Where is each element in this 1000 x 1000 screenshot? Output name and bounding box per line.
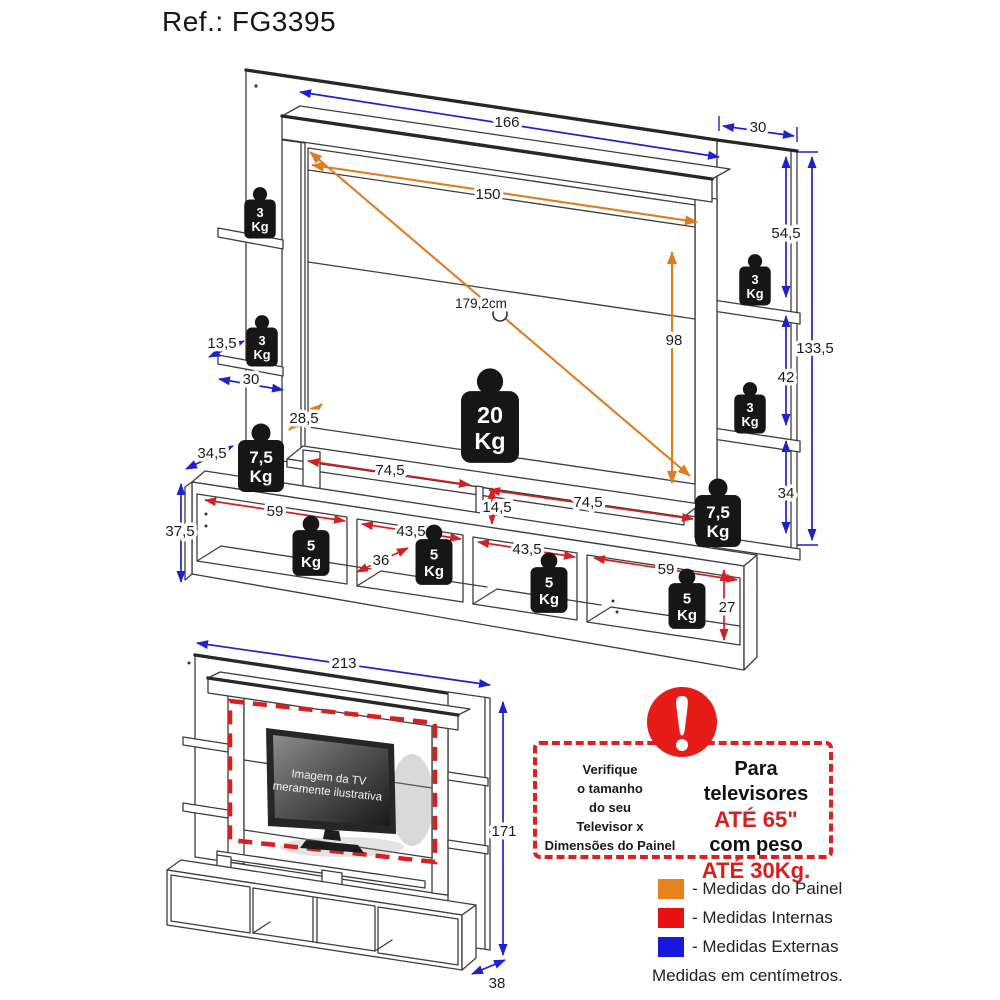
warning-right-text: Para televisores ATÉ 65" com peso ATÉ 30…	[683, 745, 829, 883]
dim-comp-depth: 36	[373, 552, 390, 569]
tv-warning-box: Verifique o tamanho do seu Televisor x D…	[533, 741, 833, 883]
dim-overall-height: 171	[491, 823, 516, 840]
weight-3kg-right-top: 3Kg	[739, 254, 771, 306]
base-right-side	[743, 554, 758, 671]
dim-comp1-width: 59	[267, 503, 284, 520]
dim-comp2-width: 43,5	[396, 523, 425, 540]
svg-text:Kg: Kg	[539, 591, 559, 608]
overall-view: Imagem da TV meramente ilustrativa 213 1…	[166, 640, 520, 996]
svg-text:Kg: Kg	[707, 522, 730, 541]
svg-text:3: 3	[256, 205, 263, 220]
svg-text:20: 20	[477, 402, 503, 428]
dim-side-depth: 30	[750, 119, 767, 136]
warning-line: do seu	[589, 799, 631, 815]
dim-comp3-width: 43,5	[512, 541, 541, 558]
warning-weight-label: com peso	[709, 834, 803, 856]
svg-text:Kg: Kg	[742, 414, 759, 429]
weight-3kg-left-mid: 3Kg	[246, 315, 278, 367]
warning-line: Verifique	[582, 761, 638, 777]
legend-item-panel: - Medidas do Painel	[658, 879, 843, 899]
warning-max-weight: ATÉ 30Kg.	[701, 858, 811, 883]
dim-side-height: 133,5	[796, 340, 834, 357]
svg-text:5: 5	[683, 590, 691, 607]
svg-text:7,5: 7,5	[706, 503, 730, 522]
legend-label: - Medidas Externas	[692, 937, 839, 956]
weight-5kg-comp4: 5Kg	[668, 568, 706, 629]
dim-shelf-gap: 14,5	[482, 499, 511, 516]
tv-area-dashed-outline	[227, 698, 438, 865]
units-note: Medidas em centímetros.	[652, 966, 843, 985]
svg-text:Kg: Kg	[252, 219, 269, 234]
panel-color-swatch	[658, 879, 684, 899]
legend-label: - Medidas do Painel	[692, 879, 843, 898]
external-color-swatch	[658, 937, 684, 957]
dim-comp4-width: 59	[658, 561, 675, 578]
svg-text:Kg: Kg	[747, 286, 764, 301]
weight-7-5kg-left: 7,5Kg	[238, 423, 284, 492]
weight-5kg-comp2: 5Kg	[415, 524, 453, 585]
tv-shadow	[390, 754, 434, 846]
dim-panel-height: 98	[666, 332, 683, 349]
panel-dimensions: 150 179,2cm 98 28,5	[286, 151, 698, 484]
tv-screen	[273, 735, 390, 826]
dim-overall-depth: 38	[489, 975, 506, 992]
warning-line: o tamanho	[577, 780, 643, 796]
svg-text:3: 3	[258, 333, 265, 348]
weight-5kg-comp1: 5Kg	[292, 515, 330, 576]
weight-3kg-left-top: 3Kg	[244, 187, 276, 239]
svg-text:Kg: Kg	[474, 428, 505, 454]
svg-text:7,5: 7,5	[249, 448, 273, 467]
tv-stand	[300, 840, 364, 853]
svg-text:Kg: Kg	[250, 467, 273, 486]
external-dimensions: 166 30 54,5 42 34 133,5 13,5 30 34,5 37,…	[162, 89, 837, 583]
weight-3kg-right-mid: 3Kg	[734, 382, 766, 434]
dim-shelf-right: 74,5	[573, 494, 602, 511]
dim-panel-width: 150	[475, 186, 500, 203]
legend: - Medidas do Painel - Medidas Internas -…	[652, 879, 843, 986]
svg-text:Kg: Kg	[254, 347, 271, 362]
dim-comp-height: 27	[719, 599, 736, 616]
svg-text:3: 3	[751, 272, 758, 287]
svg-text:Kg: Kg	[301, 554, 321, 571]
dim-tv-diagonal: 179,2cm	[455, 296, 507, 311]
weight-7-5kg-right: 7,5Kg	[695, 478, 741, 547]
svg-text:3: 3	[746, 400, 753, 415]
warning-headline: Para televisores	[703, 758, 809, 805]
svg-text:5: 5	[307, 537, 315, 554]
weight-badges: 3Kg 3Kg 3Kg 3Kg 7,5Kg 7,5Kg	[238, 187, 771, 629]
internal-dimensions: 74,5 14,5 74,5 59 43,5 36 43,5 59 27	[204, 458, 739, 641]
warning-max-size: ATÉ 65"	[714, 807, 798, 832]
weight-5kg-comp3: 5Kg	[530, 552, 568, 613]
warning-line: Televisor x	[576, 818, 644, 834]
alert-icon	[647, 687, 717, 757]
svg-text:5: 5	[545, 574, 553, 591]
dim-mid-shelf-gap: 42	[778, 369, 795, 386]
svg-text:Kg: Kg	[677, 607, 697, 624]
internal-color-swatch	[658, 908, 684, 928]
dim-base-height: 37,5	[165, 523, 194, 540]
warning-left-text: Verifique o tamanho do seu Televisor x D…	[537, 745, 683, 855]
legend-item-internal: - Medidas Internas	[658, 908, 843, 928]
dim-base-depth: 34,5	[197, 445, 226, 462]
dim-bottom-shelf-gap: 34	[778, 485, 795, 502]
dim-left-shelf-width: 30	[243, 371, 260, 388]
legend-label: - Medidas Internas	[692, 908, 833, 927]
dim-panel-bottom-gap: 28,5	[289, 410, 318, 427]
dim-shelf-left: 74,5	[375, 462, 404, 479]
main-dimension-view: 166 30 54,5 42 34 133,5 13,5 30 34,5 37,…	[162, 68, 837, 671]
warning-line: Dimensões do Painel	[544, 837, 676, 853]
svg-text:Kg: Kg	[424, 563, 444, 580]
dim-overall-width: 213	[331, 655, 356, 672]
dim-top-width: 166	[494, 114, 519, 131]
svg-text:5: 5	[430, 546, 438, 563]
dim-left-shelf-depth: 13,5	[207, 335, 236, 352]
page-title: Ref.: FG3395	[162, 6, 337, 37]
dim-top-shelf-gap: 54,5	[771, 225, 800, 242]
legend-item-external: - Medidas Externas	[658, 937, 843, 957]
